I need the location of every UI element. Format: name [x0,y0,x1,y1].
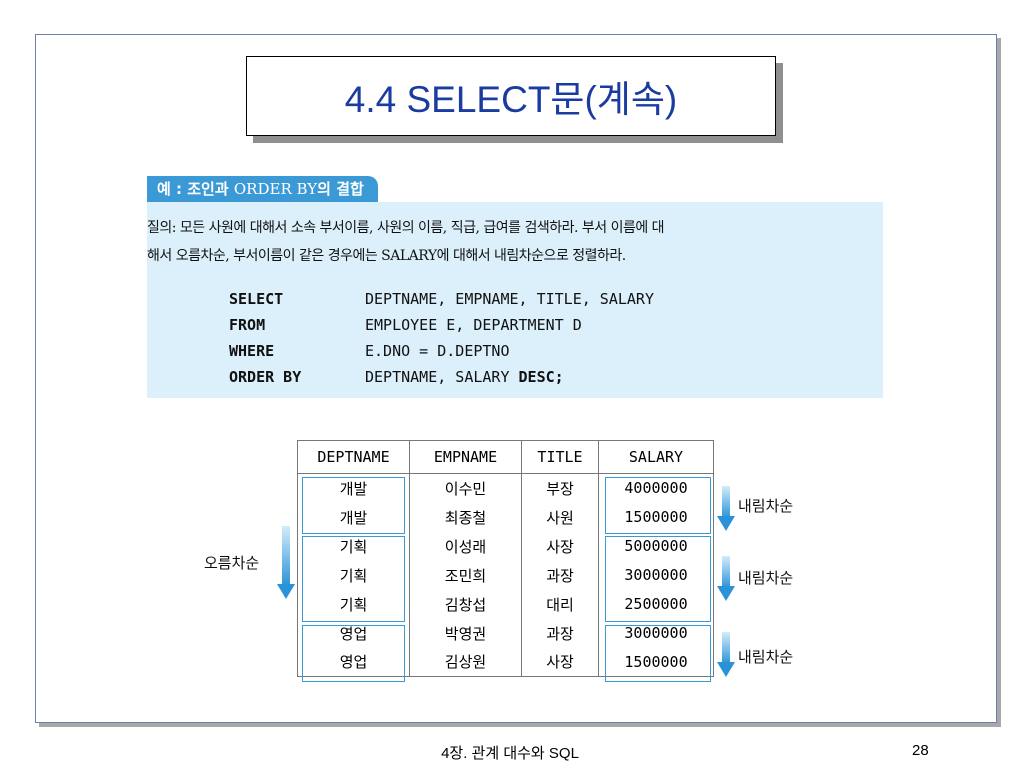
header-salary: SALARY [598,440,714,474]
cell-salary: 1500000 [598,647,714,677]
example-tag: 예 : 조인과 ORDER BY의 결합 [147,176,378,202]
sql-body: E.DNO = D.DEPTNO [365,342,510,360]
cell-title: 과장 [521,560,599,590]
salary-group-box [605,536,711,622]
descending-arrow-icon [717,486,735,531]
sql-keyword: FROM [229,316,266,334]
cell-empname: 조민희 [409,560,522,590]
example-tag-mono: ORDER BY [233,180,318,198]
sql-body: EMPLOYEE E, DEPARTMENT D [365,316,582,334]
footer-chapter: 4장. 관계 대수와 SQL [441,745,579,762]
cell-title: 부장 [521,473,599,503]
question-line-2: 해서 오름차순, 부서이름이 같은 경우에는 SALARY에 대해서 내림차순으… [147,248,626,264]
descending-label: 내림차순 [738,569,794,587]
cell-salary: 3000000 [598,618,714,648]
descending-label: 내림차순 [738,497,794,515]
sql-block: SELECT DEPTNAME, EMPNAME, TITLE, SALARY F… [229,286,654,390]
cell-title: 사장 [521,647,599,677]
example-box: 질의: 모든 사원에 대해서 소속 부서이름, 사원의 이름, 직급, 급여를 … [147,202,883,398]
sql-keyword: ORDER BY [229,368,302,386]
salary-group-box [605,625,711,682]
header-empname: EMPNAME [409,440,522,474]
cell-title: 사장 [521,531,599,561]
ascending-arrow-icon [277,526,295,599]
sql-body: DEPTNAME, SALARY DESC; [365,368,564,386]
cell-empname: 김상원 [409,647,522,677]
ascending-label: 오름차순 [204,554,260,572]
sql-line: ORDER BY DEPTNAME, SALARY DESC; [229,364,654,390]
descending-arrow-icon [717,556,735,601]
header-deptname: DEPTNAME [297,440,410,474]
deptname-group-box [302,536,405,622]
example-tag-prefix: 예 : 조인과 [157,180,234,198]
cell-salary: 2500000 [598,589,714,619]
sql-line: WHERE E.DNO = D.DEPTNO [229,338,654,364]
deptname-group-box [302,625,405,682]
deptname-group-box [302,477,405,534]
question-line-1: 질의: 모든 사원에 대해서 소속 부서이름, 사원의 이름, 직급, 급여를 … [147,220,665,236]
question-text: 질의: 모든 사원에 대해서 소속 부서이름, 사원의 이름, 직급, 급여를 … [147,214,883,270]
sql-keyword: WHERE [229,342,275,360]
cell-deptname: 기획 [297,589,410,619]
descending-label: 내림차순 [738,648,794,666]
slide-title-box: 4.4 SELECT문(계속) [246,56,776,136]
sql-desc-keyword: DESC; [518,368,564,386]
example-tag-suffix: 의 결합 [317,180,364,198]
cell-deptname: 기획 [297,560,410,590]
sql-body-text: DEPTNAME, SALARY [365,368,519,386]
sql-body: DEPTNAME, EMPNAME, TITLE, SALARY [365,290,654,308]
cell-empname: 최종철 [409,502,522,532]
cell-deptname: 개발 [297,473,410,503]
header-title: TITLE [521,440,599,474]
cell-empname: 김창섭 [409,589,522,619]
sql-line: FROM EMPLOYEE E, DEPARTMENT D [229,312,654,338]
cell-salary: 1500000 [598,502,714,532]
cell-deptname: 개발 [297,502,410,532]
salary-group-box [605,477,711,534]
descending-arrow-icon [717,632,735,677]
cell-deptname: 영업 [297,647,410,677]
cell-empname: 박영권 [409,618,522,648]
slide-title: 4.4 SELECT문(계속) [344,79,678,120]
cell-title: 사원 [521,502,599,532]
table-header-row: DEPTNAME EMPNAME TITLE SALARY [297,440,714,474]
page-number: 28 [912,742,929,759]
cell-title: 과장 [521,618,599,648]
cell-deptname: 영업 [297,618,410,648]
cell-empname: 이수민 [409,473,522,503]
sql-keyword: SELECT [229,290,284,308]
sql-line: SELECT DEPTNAME, EMPNAME, TITLE, SALARY [229,286,654,312]
cell-salary: 3000000 [598,560,714,590]
cell-title: 대리 [521,589,599,619]
cell-empname: 이성래 [409,531,522,561]
cell-salary: 4000000 [598,473,714,503]
